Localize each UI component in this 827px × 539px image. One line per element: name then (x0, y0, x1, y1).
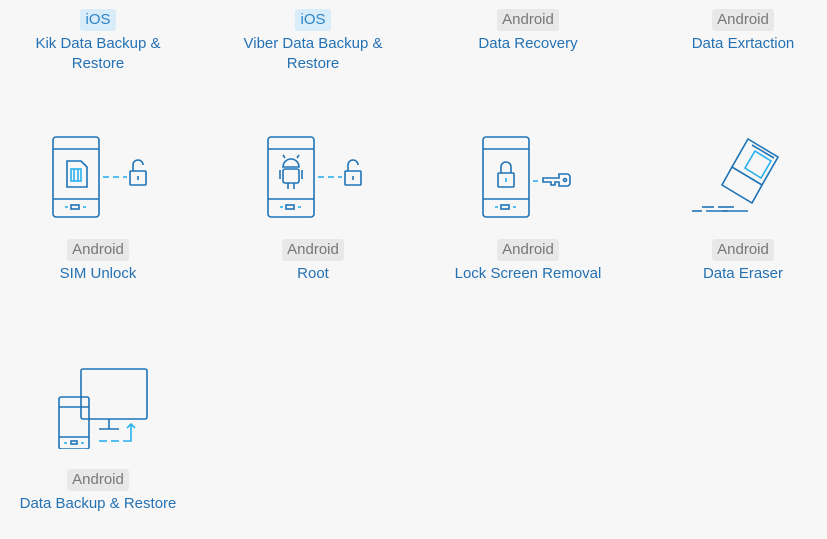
platform-badge-android: Android (712, 239, 774, 261)
platform-badge-ios: iOS (295, 9, 331, 31)
tile-title[interactable]: Data Backup & Restore (19, 495, 177, 512)
platform-badge-android: Android (497, 239, 559, 261)
tile-data-eraser[interactable]: Android Data Eraser (643, 129, 827, 284)
tile-title[interactable]: Viber Data Backup & Restore (243, 35, 383, 72)
tile-title[interactable]: Kik Data Backup & Restore (35, 35, 161, 72)
tile-sim-unlock[interactable]: Android SIM Unlock (0, 129, 198, 284)
platform-badge-android: Android (712, 9, 774, 31)
platform-badge-android: Android (67, 469, 129, 491)
tile-title[interactable]: Lock Screen Removal (454, 265, 602, 282)
tile-lock-screen-removal[interactable]: Android Lock Screen Removal (428, 129, 628, 284)
tile-title[interactable]: Root (297, 265, 329, 282)
tile-data-backup-restore[interactable]: Android Data Backup & Restore (0, 359, 198, 514)
android-root-icon[interactable] (213, 129, 413, 219)
tile-title[interactable]: Data Recovery (478, 35, 578, 52)
eraser-icon[interactable] (643, 129, 827, 219)
platform-badge-android: Android (67, 239, 129, 261)
tile-title[interactable]: SIM Unlock (59, 265, 137, 282)
tile-data-recovery[interactable]: Android Data Recovery (428, 9, 628, 54)
tile-kik-data-backup-restore[interactable]: iOS Kik Data Backup & Restore (0, 9, 198, 74)
platform-badge-ios: iOS (80, 9, 116, 31)
tile-root[interactable]: Android Root (213, 129, 413, 284)
tile-title[interactable]: Data Exrtaction (691, 35, 795, 52)
sim-unlock-icon[interactable] (0, 129, 198, 219)
platform-badge-android: Android (497, 9, 559, 31)
tile-title[interactable]: Data Eraser (702, 265, 784, 282)
platform-badge-android: Android (282, 239, 344, 261)
backup-restore-icon[interactable] (0, 359, 198, 449)
lock-screen-removal-icon[interactable] (428, 129, 628, 219)
tile-viber-data-backup-restore[interactable]: iOS Viber Data Backup & Restore (213, 9, 413, 74)
tile-data-extraction[interactable]: Android Data Exrtaction (643, 9, 827, 54)
